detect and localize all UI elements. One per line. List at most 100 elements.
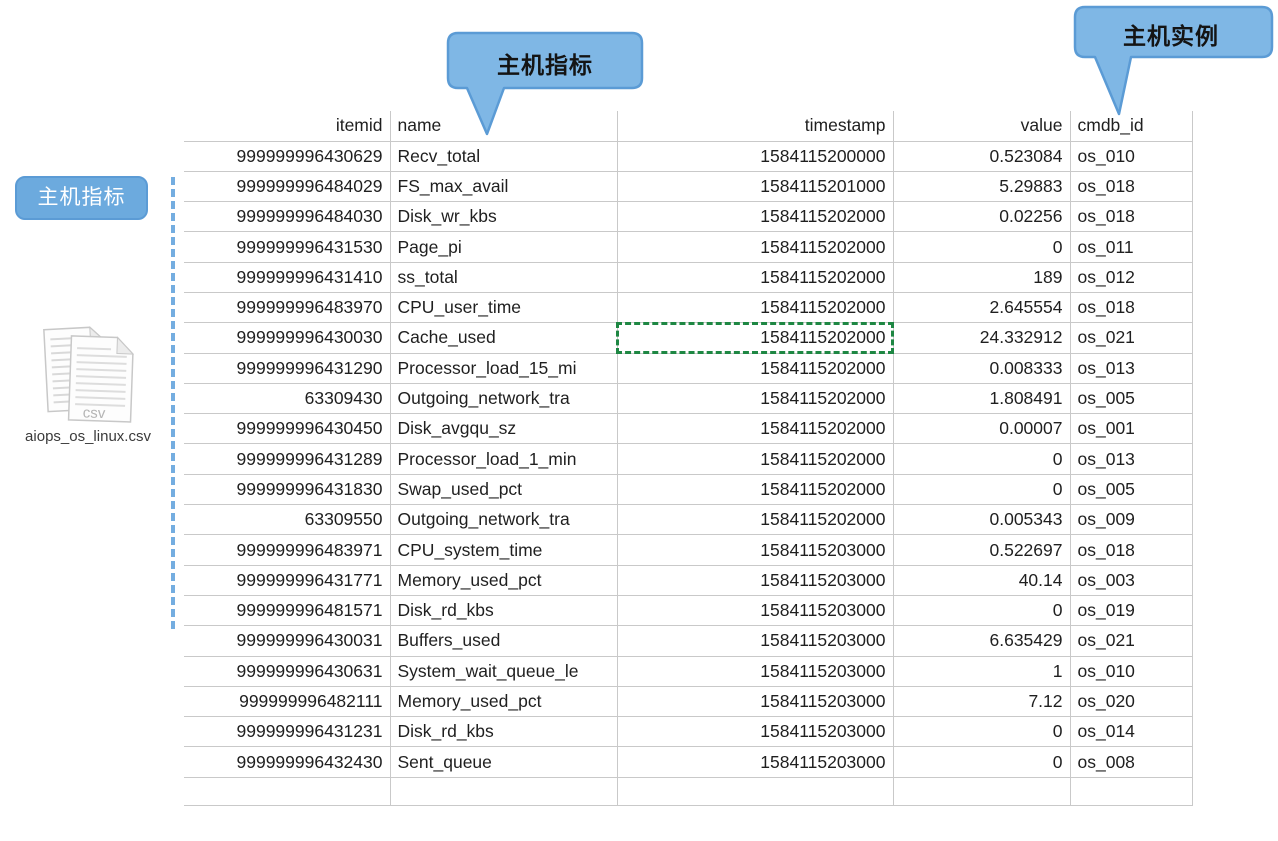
- cell-value[interactable]: 0: [893, 716, 1071, 748]
- cell-name[interactable]: Sent_queue: [390, 746, 618, 778]
- cell-itemid[interactable]: 999999996430631: [184, 656, 391, 687]
- copied-cell-timestamp[interactable]: 1584115202000: [616, 321, 894, 355]
- cell-value[interactable]: 189: [893, 262, 1071, 293]
- cell-value[interactable]: 0: [893, 595, 1071, 627]
- cell-timestamp[interactable]: 1584115203000: [617, 625, 894, 657]
- cell-cmdb_id[interactable]: os_009: [1070, 504, 1193, 536]
- cell-cmdb_id[interactable]: os_018: [1070, 534, 1193, 566]
- column-header-value[interactable]: value: [893, 111, 1071, 142]
- cell-cmdb_id[interactable]: os_011: [1070, 231, 1193, 263]
- cell-timestamp[interactable]: 1584115203000: [617, 595, 894, 627]
- cell-itemid[interactable]: 999999996430031: [184, 625, 391, 657]
- cell-name[interactable]: Disk_rd_kbs: [390, 595, 618, 627]
- cell-name[interactable]: FS_max_avail: [390, 171, 618, 203]
- cell-value[interactable]: 0.005343: [893, 504, 1071, 536]
- column-header-name[interactable]: name: [390, 111, 618, 142]
- cell-name[interactable]: Outgoing_network_tra: [390, 504, 618, 536]
- cell-value[interactable]: 0: [893, 443, 1071, 475]
- cell-cmdb_id[interactable]: os_018: [1070, 292, 1193, 324]
- cell-cmdb_id[interactable]: os_018: [1070, 201, 1193, 233]
- cell-name[interactable]: System_wait_queue_le: [390, 656, 618, 687]
- cell-cmdb_id[interactable]: os_008: [1070, 746, 1193, 778]
- empty-cell[interactable]: [617, 777, 894, 806]
- cell-itemid[interactable]: 999999996483970: [184, 292, 391, 324]
- cell-name[interactable]: CPU_user_time: [390, 292, 618, 324]
- cell-value[interactable]: 7.12: [893, 686, 1071, 718]
- cell-value[interactable]: 0.522697: [893, 534, 1071, 566]
- cell-timestamp[interactable]: 1584115202000: [617, 292, 894, 324]
- cell-value[interactable]: 0.008333: [893, 353, 1071, 384]
- cell-itemid[interactable]: 999999996430629: [184, 141, 391, 172]
- cell-value[interactable]: 6.635429: [893, 625, 1071, 657]
- cell-value[interactable]: 5.29883: [893, 171, 1071, 203]
- empty-cell[interactable]: [1070, 777, 1193, 806]
- cell-timestamp[interactable]: 1584115203000: [617, 686, 894, 718]
- cell-itemid[interactable]: 999999996431830: [184, 474, 391, 506]
- cell-cmdb_id[interactable]: os_010: [1070, 656, 1193, 687]
- cell-name[interactable]: Disk_avgqu_sz: [390, 413, 618, 445]
- cell-cmdb_id[interactable]: os_013: [1070, 443, 1193, 475]
- cell-timestamp[interactable]: 1584115203000: [617, 716, 894, 748]
- cell-cmdb_id[interactable]: os_021: [1070, 625, 1193, 657]
- cell-value[interactable]: 2.645554: [893, 292, 1071, 324]
- cell-itemid[interactable]: 999999996430450: [184, 413, 391, 445]
- cell-cmdb_id[interactable]: os_001: [1070, 413, 1193, 445]
- cell-name[interactable]: ss_total: [390, 262, 618, 293]
- cell-timestamp[interactable]: 1584115202000: [617, 443, 894, 475]
- cell-itemid[interactable]: 63309430: [184, 383, 391, 415]
- cell-cmdb_id[interactable]: os_013: [1070, 353, 1193, 384]
- cell-name[interactable]: Cache_used: [390, 322, 618, 354]
- cell-cmdb_id[interactable]: os_018: [1070, 171, 1193, 203]
- cell-name[interactable]: Processor_load_1_min: [390, 443, 618, 475]
- cell-itemid[interactable]: 999999996482111: [184, 686, 391, 718]
- cell-value[interactable]: 0: [893, 231, 1071, 263]
- cell-timestamp[interactable]: 1584115203000: [617, 565, 894, 596]
- cell-cmdb_id[interactable]: os_003: [1070, 565, 1193, 596]
- empty-cell[interactable]: [893, 777, 1071, 806]
- cell-cmdb_id[interactable]: os_005: [1070, 383, 1193, 415]
- cell-cmdb_id[interactable]: os_021: [1070, 322, 1193, 354]
- cell-name[interactable]: Outgoing_network_tra: [390, 383, 618, 415]
- cell-name[interactable]: Page_pi: [390, 231, 618, 263]
- cell-itemid[interactable]: 999999996430030: [184, 322, 391, 354]
- cell-name[interactable]: Processor_load_15_mi: [390, 353, 618, 384]
- cell-timestamp[interactable]: 1584115202000: [617, 201, 894, 233]
- cell-timestamp[interactable]: 1584115202000: [617, 504, 894, 536]
- cell-itemid[interactable]: 999999996484030: [184, 201, 391, 233]
- cell-timestamp[interactable]: 1584115203000: [617, 534, 894, 566]
- cell-value[interactable]: 0: [893, 474, 1071, 506]
- cell-value[interactable]: 1.808491: [893, 383, 1071, 415]
- cell-value[interactable]: 0.523084: [893, 141, 1071, 172]
- cell-timestamp[interactable]: 1584115202000: [617, 413, 894, 445]
- cell-timestamp[interactable]: 1584115203000: [617, 656, 894, 687]
- cell-itemid[interactable]: 999999996431771: [184, 565, 391, 596]
- cell-itemid[interactable]: 999999996432430: [184, 746, 391, 778]
- cell-itemid[interactable]: 999999996431289: [184, 443, 391, 475]
- cell-cmdb_id[interactable]: os_019: [1070, 595, 1193, 627]
- csv-file[interactable]: csv aiops_os_linux.csv: [8, 324, 168, 445]
- column-header-cmdb_id[interactable]: cmdb_id: [1070, 111, 1193, 142]
- cell-itemid[interactable]: 999999996431410: [184, 262, 391, 293]
- empty-cell[interactable]: [184, 777, 391, 806]
- cell-timestamp[interactable]: 1584115202000: [617, 231, 894, 263]
- cell-timestamp[interactable]: 1584115200000: [617, 141, 894, 172]
- cell-timestamp[interactable]: 1584115201000: [617, 171, 894, 203]
- cell-value[interactable]: 24.332912: [893, 322, 1071, 354]
- cell-name[interactable]: Buffers_used: [390, 625, 618, 657]
- cell-itemid[interactable]: 999999996483971: [184, 534, 391, 566]
- cell-timestamp[interactable]: 1584115202000: [617, 383, 894, 415]
- cell-name[interactable]: Disk_wr_kbs: [390, 201, 618, 233]
- cell-name[interactable]: Recv_total: [390, 141, 618, 172]
- cell-value[interactable]: 0.02256: [893, 201, 1071, 233]
- cell-itemid[interactable]: 63309550: [184, 504, 391, 536]
- cell-cmdb_id[interactable]: os_020: [1070, 686, 1193, 718]
- cell-value[interactable]: 0.00007: [893, 413, 1071, 445]
- column-header-itemid[interactable]: itemid: [184, 111, 391, 142]
- cell-itemid[interactable]: 999999996431530: [184, 231, 391, 263]
- cell-cmdb_id[interactable]: os_014: [1070, 716, 1193, 748]
- cell-timestamp[interactable]: 1584115203000: [617, 746, 894, 778]
- cell-itemid[interactable]: 999999996481571: [184, 595, 391, 627]
- cell-timestamp[interactable]: 1584115202000: [617, 474, 894, 506]
- cell-value[interactable]: 0: [893, 746, 1071, 778]
- cell-name[interactable]: Swap_used_pct: [390, 474, 618, 506]
